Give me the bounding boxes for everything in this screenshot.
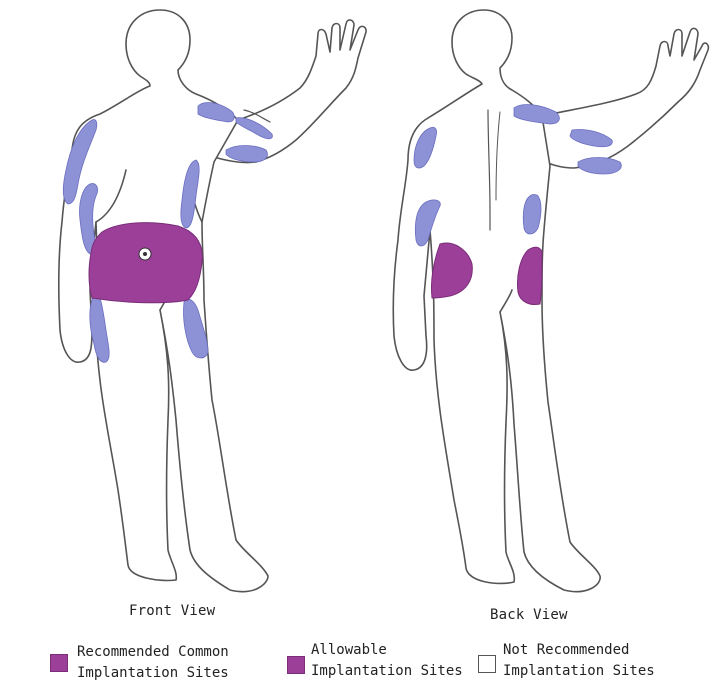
legend-allowable-line2: Implantation Sites [311, 661, 463, 682]
back-view-caption: Back View [490, 607, 568, 623]
front-recommended-sites [89, 223, 202, 303]
front-view-caption: Front View [129, 603, 215, 619]
front-site-abdomen [89, 223, 202, 303]
back-body-outline [393, 10, 600, 592]
legend-allowable-line1: Allowable [311, 640, 387, 661]
back-view-figure [393, 10, 708, 592]
front-raised-arm [210, 20, 366, 163]
legend-recommended-line1: Recommended Common [77, 642, 229, 663]
legend-not-recommended-line1: Not Recommended [503, 640, 629, 661]
legend-allowable-swatch [287, 656, 305, 674]
legend-not-recommended-swatch [478, 655, 496, 673]
back-raised-arm [540, 28, 708, 168]
legend-recommended-line2: Implantation Sites [77, 663, 229, 684]
back-site-forearm [578, 158, 621, 175]
legend-not-recommended-line2: Implantation Sites [503, 661, 655, 682]
front-view-figure [59, 10, 366, 592]
legend-recommended-swatch [50, 654, 68, 672]
